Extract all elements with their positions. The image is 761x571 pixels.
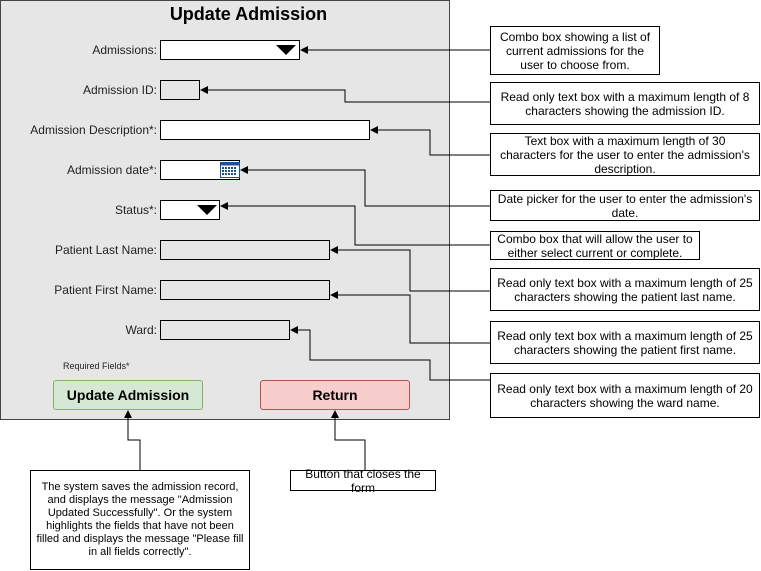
connector-admission-description [370,126,490,156]
connector-patient-first-name [330,291,490,344]
ward-label: Ward: [125,323,157,337]
annotation-admission-id: Read only text box with a maximum length… [490,82,760,125]
connector-admission-id [200,86,490,103]
form-title: Update Admission [169,4,328,24]
connector-ward [290,326,490,381]
annotation-admission-description: Text box with a maximum length of 30 cha… [490,133,760,176]
annotation-admissions: Combo box showing a list of current admi… [490,26,660,75]
calendar-icon[interactable] [220,162,240,178]
admission-date-label: Admission date*: [66,163,157,177]
status-label: Status*: [114,203,157,217]
connector-admission-date [240,166,490,207]
connector-patient-last-name [330,246,490,292]
admissions-combo[interactable] [160,40,300,60]
connector-status [220,202,490,246]
connector-update-button [124,410,141,470]
admissions-label: Admissions: [92,43,157,57]
return-button[interactable]: Return [260,380,410,410]
annotation-update-button: The system saves the admission record, a… [30,470,250,570]
patient-first-name-field[interactable] [160,280,330,300]
admission-description-label: Admission Description*: [30,123,157,137]
update-admission-button[interactable]: Update Admission [53,380,203,410]
status-dropdown-icon[interactable] [197,205,217,215]
required-fields-note: Required Fields* [63,361,130,371]
admissions-dropdown-icon[interactable] [276,45,296,55]
admission-description-field[interactable] [160,120,370,140]
annotation-patient-last-name: Read only text box with a maximum length… [490,268,760,311]
annotation-patient-first-name: Read only text box with a maximum length… [490,321,760,364]
ward-field[interactable] [160,320,290,340]
patient-last-name-field[interactable] [160,240,330,260]
annotation-return-button: Button that closes the form [290,467,436,495]
patient-first-name-label: Patient First Name: [54,283,157,297]
annotation-admission-date: Date picker for the user to enter the ad… [490,190,760,221]
update-admission-form [0,0,450,420]
admission-id-label: Admission ID: [82,83,157,97]
annotation-ward: Read only text box with a maximum length… [490,373,760,418]
annotation-status: Combo box that will allow the user to ei… [490,231,700,260]
connector-return-button [331,410,366,470]
admission-id-field[interactable] [160,80,200,100]
patient-last-name-label: Patient Last Name: [54,243,157,257]
